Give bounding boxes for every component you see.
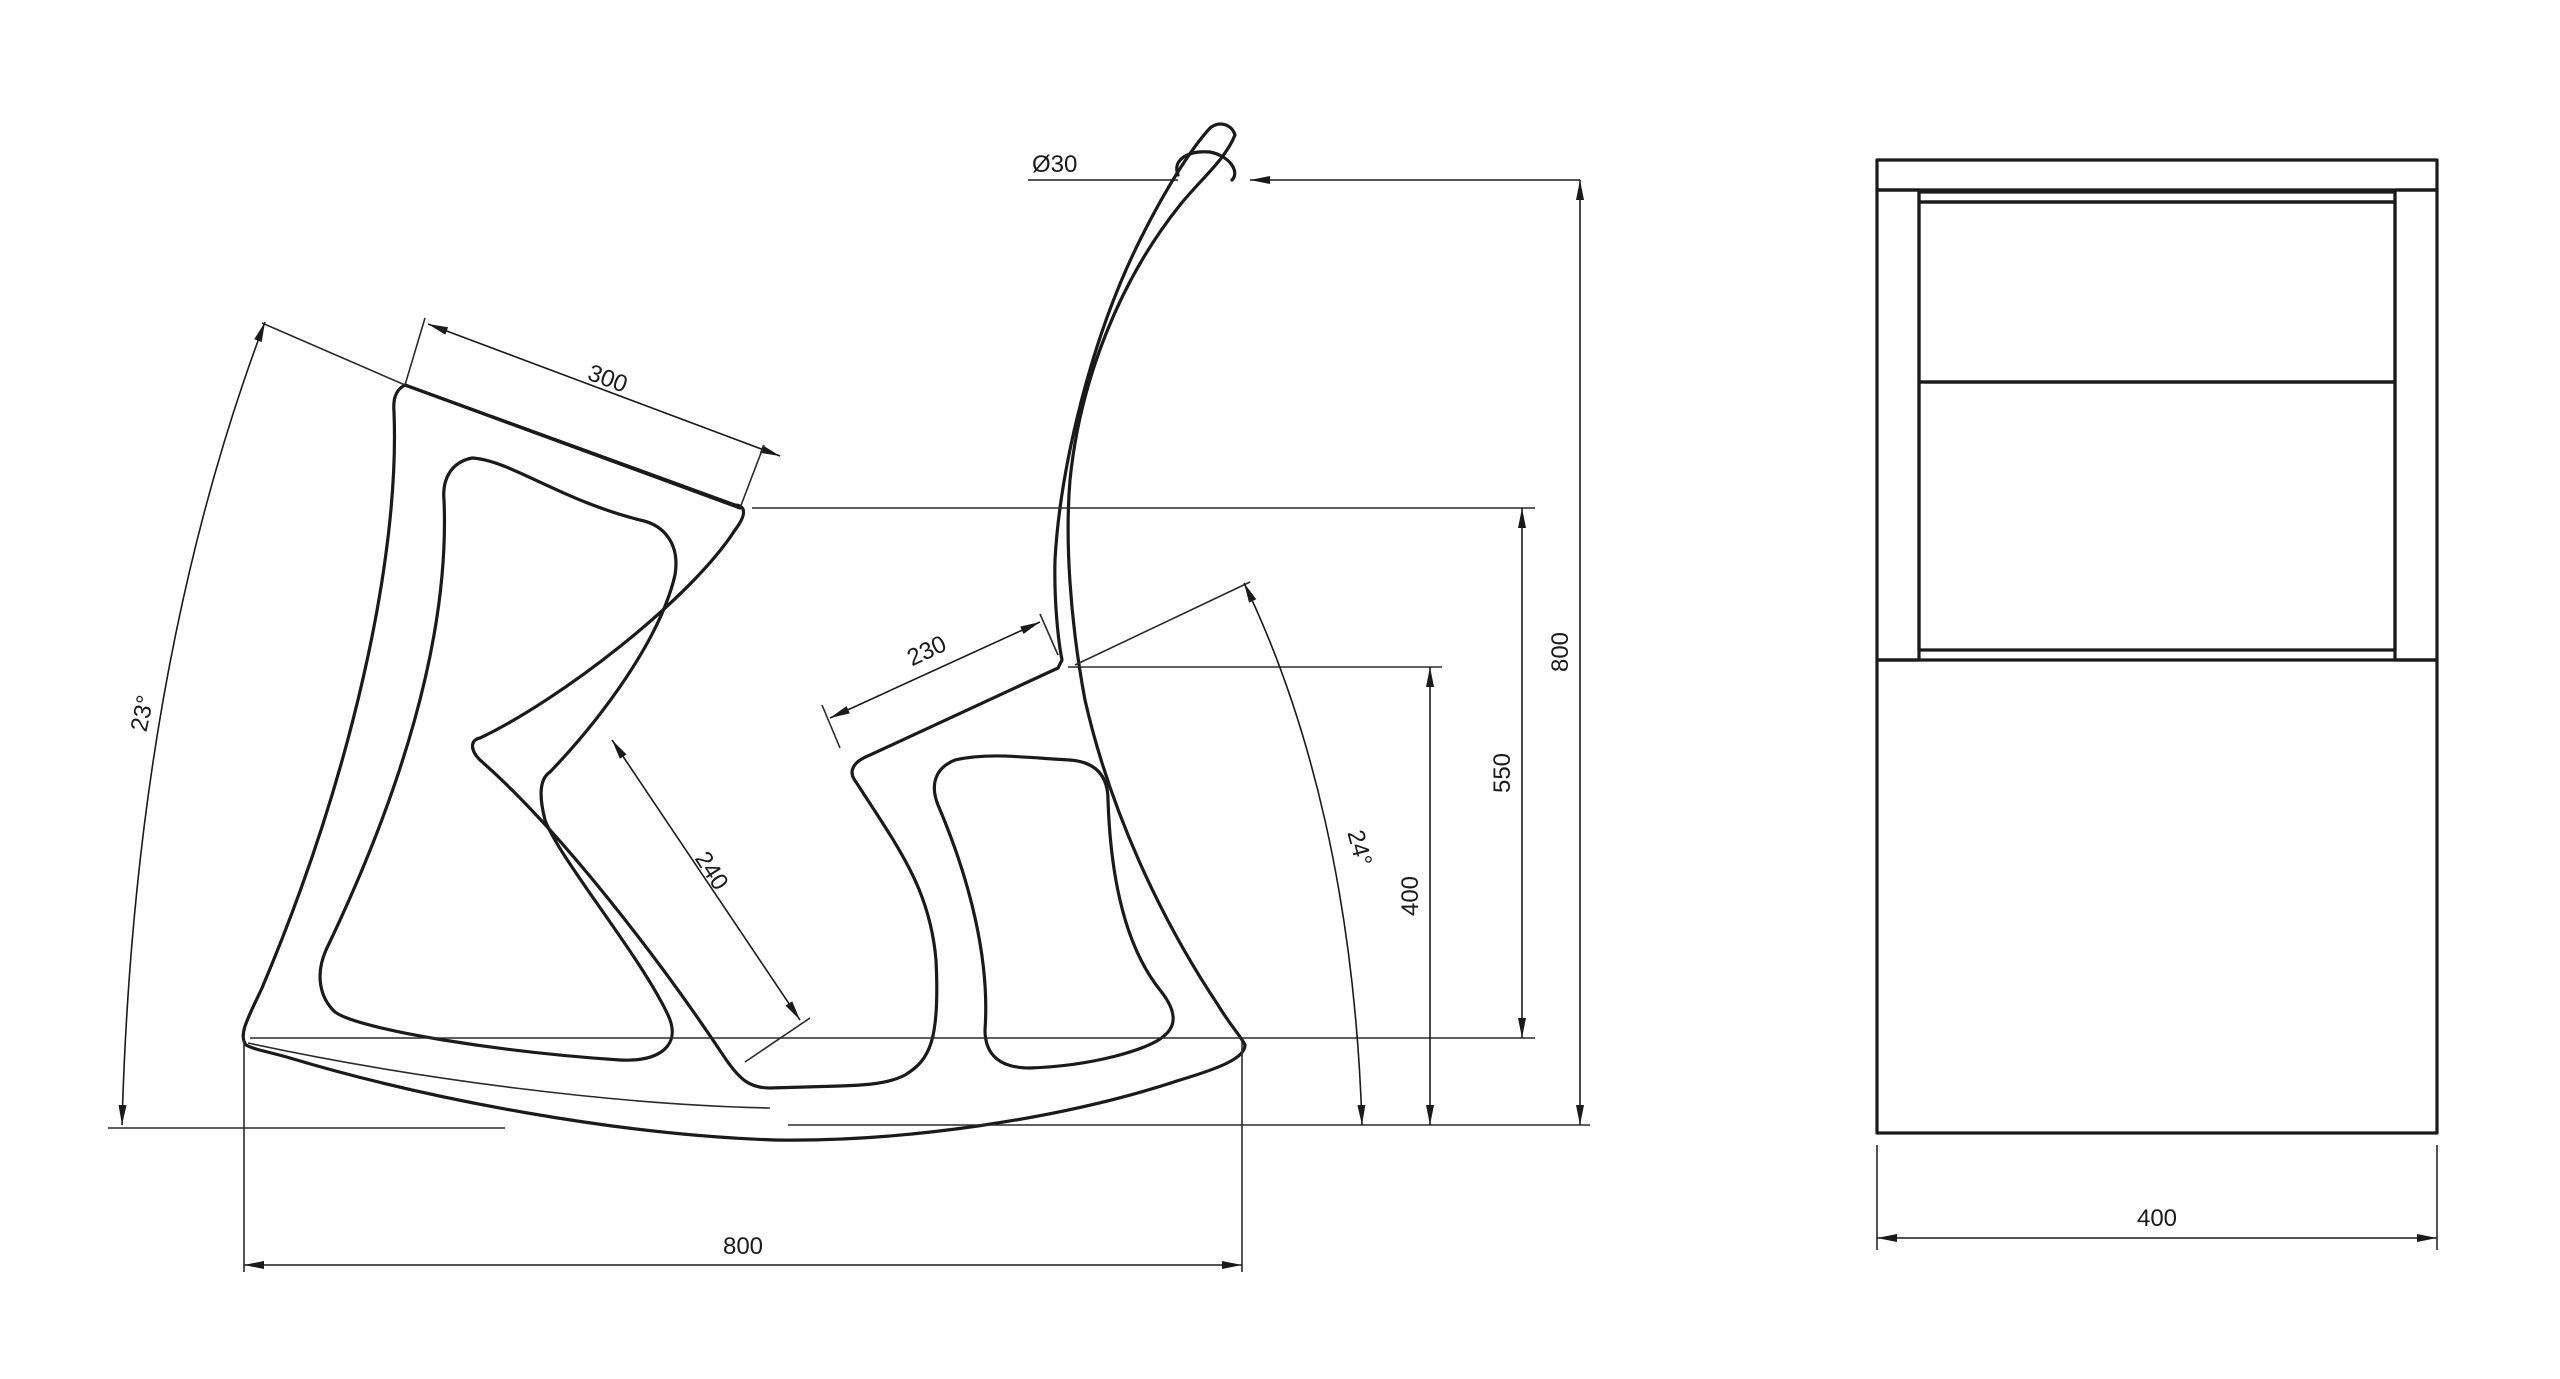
seat-top-edge [403, 383, 742, 510]
handle-loop [1175, 150, 1237, 182]
front-view: 400 [1875, 158, 2439, 1250]
dim-overall-height: 800 [1547, 632, 1574, 672]
dim-rear-angle: 24° [1342, 827, 1377, 869]
rear-cutout [932, 754, 1175, 1070]
dim-backrest-base-height: 400 [1397, 876, 1424, 916]
dim-seat-length: 300 [584, 359, 631, 398]
dim-overall-length: 800 [723, 1233, 763, 1260]
dim-handle-diameter: Ø30 [1032, 151, 1077, 178]
front-view-backrest [1917, 200, 2397, 384]
side-view: 300 230 240 Ø30 800 800 550 4 [108, 122, 1590, 1272]
front-view-top-slab [1875, 158, 2439, 192]
dim-strut-length: 240 [689, 847, 733, 895]
front-view-seat [1917, 380, 2397, 652]
front-view-left-post [1875, 188, 1921, 662]
rocker-inner-arc [247, 1042, 771, 1109]
front-view-right-post [2393, 188, 2439, 662]
dim-front-width: 400 [2137, 1205, 2177, 1232]
front-view-base [1875, 658, 2439, 1135]
dim-seat-height: 550 [1489, 753, 1516, 793]
front-cutout [318, 456, 678, 1062]
dim-front-angle: 23° [126, 693, 160, 734]
rocker-front-body [241, 122, 1247, 1142]
